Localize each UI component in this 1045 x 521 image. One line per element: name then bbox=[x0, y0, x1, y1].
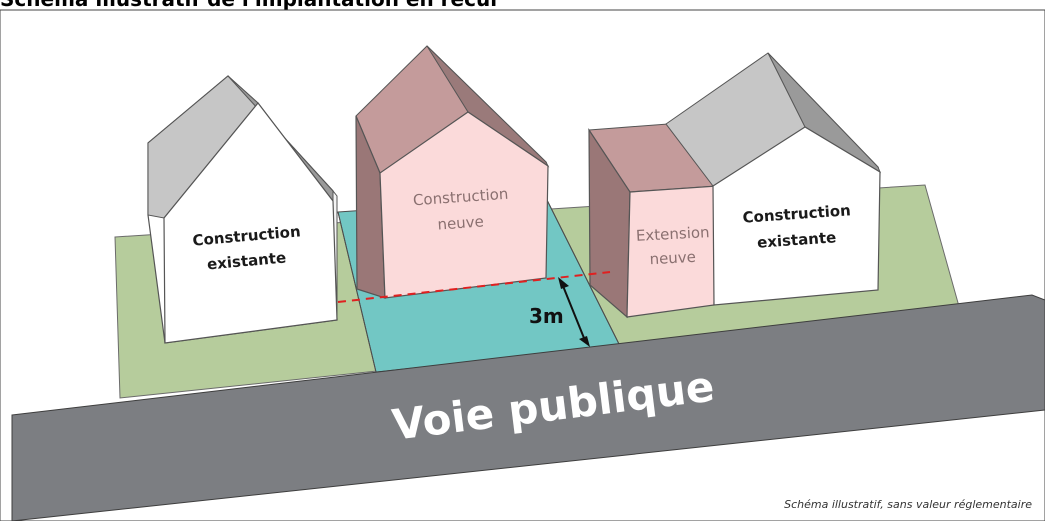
right-building-label-2: existante bbox=[757, 228, 837, 251]
left-existing-building: Construction existante bbox=[147, 75, 338, 344]
lot-line-left bbox=[337, 211, 377, 373]
extension-label-1: Extension bbox=[635, 223, 709, 245]
new-construction-building: Construction neuve bbox=[355, 45, 550, 299]
diagram-heading: Schéma illustratif de l'implantation en … bbox=[0, 0, 497, 11]
disclaimer-caption: Schéma illustratif, sans valeur réglemen… bbox=[784, 498, 1032, 511]
frame-border bbox=[0, 9, 1045, 521]
right-existing-building: Construction existante bbox=[665, 52, 882, 306]
setback-alignment-line bbox=[337, 271, 611, 303]
lot-line-right bbox=[545, 197, 621, 347]
new-building-label-2: neuve bbox=[437, 212, 485, 233]
setback-dimension-arrow bbox=[558, 277, 590, 347]
extension-label-2: neuve bbox=[649, 248, 696, 268]
public-road bbox=[11, 294, 1045, 521]
setback-dimension-label: 3m bbox=[529, 304, 564, 328]
